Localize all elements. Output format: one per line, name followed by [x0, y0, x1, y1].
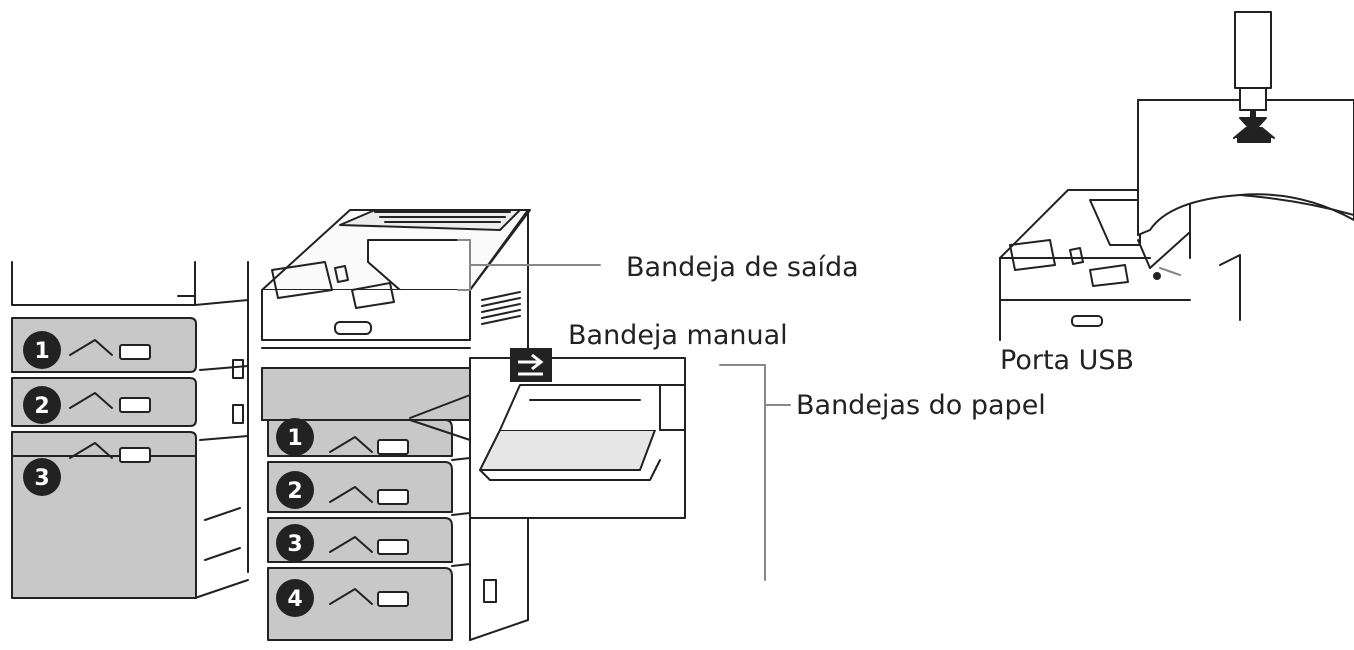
left-printer-unit: [11, 261, 249, 599]
center-tray-3: [267, 517, 453, 563]
control-panel-screen: [271, 261, 395, 309]
center-badge-2: 2: [276, 471, 314, 509]
usb-stick-icon: [1234, 11, 1272, 111]
paper-trays-leader: [719, 364, 791, 581]
paper-trays-label: Bandejas do papel: [796, 390, 1046, 421]
center-badge-4: 4: [276, 579, 314, 617]
center-tray-1: [267, 419, 453, 457]
right-printer-unit: [999, 11, 1354, 341]
svg-text:2: 2: [34, 394, 49, 419]
insert-arrow-icon: [1239, 109, 1267, 133]
right-control-panel: [1009, 239, 1129, 287]
output-tray-leader: [457, 239, 601, 291]
svg-text:1: 1: [34, 339, 49, 364]
output-tray-label: Bandeja de saída: [626, 252, 859, 283]
center-badge-1: 1: [276, 418, 314, 456]
center-tray-2: [267, 461, 453, 513]
left-badge-1: 1: [23, 331, 61, 369]
usb-port-dot: [1153, 272, 1161, 280]
svg-text:1: 1: [287, 426, 302, 451]
svg-text:3: 3: [287, 532, 302, 557]
center-printer-unit: [261, 209, 531, 641]
left-badge-3: 3: [23, 458, 61, 496]
left-badge-2: 2: [23, 386, 61, 424]
bypass-tray-icon: [510, 348, 552, 382]
svg-text:3: 3: [34, 466, 49, 491]
bypass-tray-label: Bandeja manual: [568, 320, 788, 351]
center-tray-4: [267, 567, 453, 641]
svg-text:2: 2: [287, 479, 302, 504]
usb-port-label: Porta USB: [1000, 345, 1135, 376]
bypass-tray-callout: [409, 357, 686, 519]
svg-text:4: 4: [287, 587, 302, 612]
center-badge-3: 3: [276, 524, 314, 562]
